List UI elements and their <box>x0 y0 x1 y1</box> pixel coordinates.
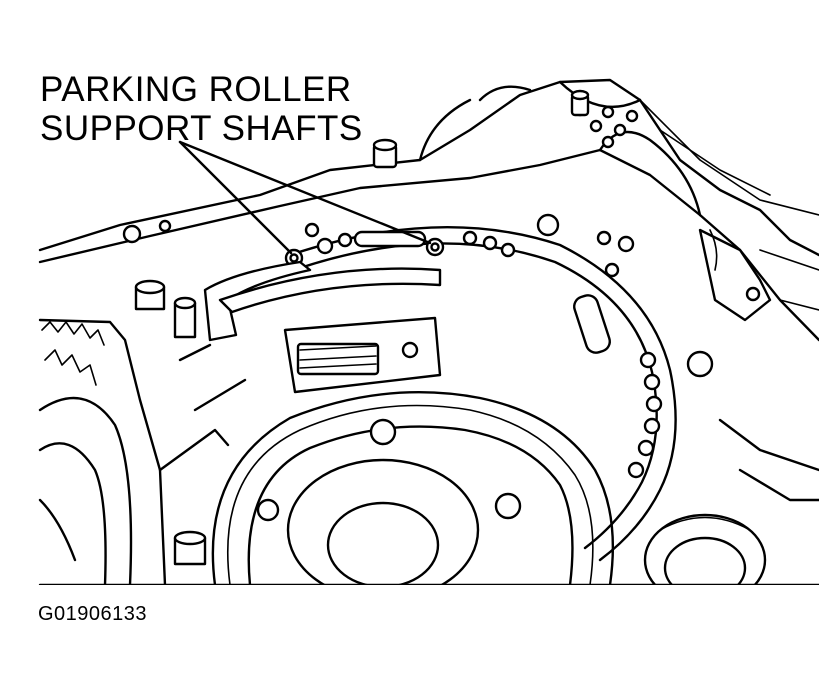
left-gear-teeth <box>41 321 105 386</box>
figure-id: G01906133 <box>38 603 148 625</box>
parking-lock-arc-plate <box>218 267 442 314</box>
left-gear-housing <box>38 318 167 585</box>
flange-bolt-holes <box>122 213 714 479</box>
parking-roller-support-shaft-right <box>425 237 445 257</box>
flange-slot <box>353 230 427 248</box>
case-upper-ribs <box>418 80 702 217</box>
locating-pin <box>372 89 590 169</box>
callout-label: PARKING ROLLER SUPPORT SHAFTS <box>40 70 363 148</box>
ring-gear <box>211 391 615 585</box>
callout-line-1: PARKING ROLLER <box>40 70 352 109</box>
flange-outer-edge <box>288 226 677 562</box>
leader-line-right <box>178 140 432 245</box>
callout-line-2: SUPPORT SHAFTS <box>40 109 363 148</box>
case-bolt <box>134 279 207 566</box>
flange-slot-right <box>573 294 611 354</box>
leader-line-left <box>178 140 293 255</box>
